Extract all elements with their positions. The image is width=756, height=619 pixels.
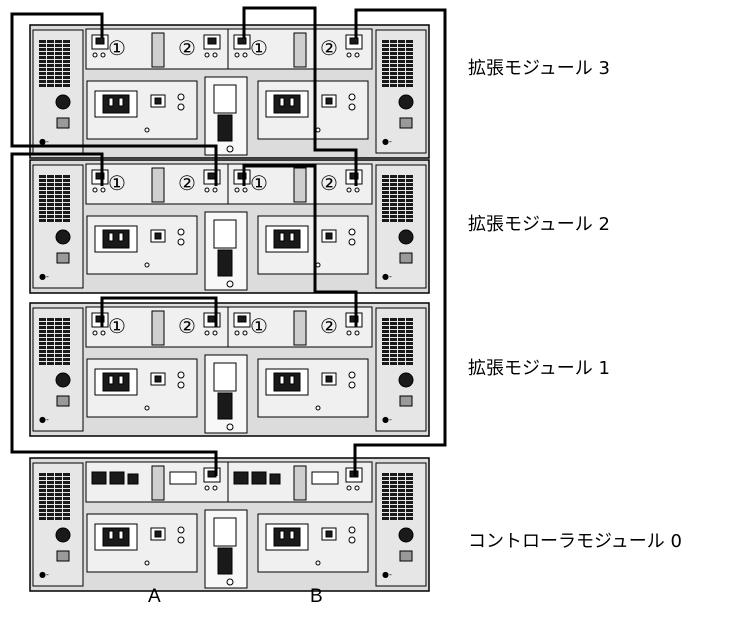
cable-a-3-to-2 — [10, 12, 218, 186]
fan-right: ●- — [375, 164, 427, 289]
power-supply-b — [257, 215, 369, 275]
cable-a-2-to-1 — [10, 152, 104, 286]
svg-text:●-: ●- — [39, 415, 49, 424]
port2-number-a: ② — [178, 171, 196, 195]
fan-left: ●- — [32, 307, 84, 432]
port1-number-b: ① — [250, 171, 268, 195]
controller-b-label: B — [310, 586, 323, 607]
serial-port-a — [169, 471, 197, 485]
port2-number-b: ② — [320, 314, 338, 338]
svg-text:●-: ●- — [382, 570, 392, 579]
fan-left-locator-led — [55, 229, 71, 245]
power-supply-b — [257, 358, 369, 418]
svg-text:●-: ●- — [382, 272, 392, 281]
module-label-expansion-3: 拡張モジュール 3 — [468, 58, 610, 79]
port2-number-a: ② — [178, 314, 196, 338]
power-supply-a — [86, 358, 198, 418]
cable-a-ctl — [10, 286, 218, 476]
center-panel — [204, 509, 248, 589]
controller-a-label: A — [148, 586, 161, 607]
port2-number-a: ② — [178, 36, 196, 60]
power-supply-b — [257, 513, 369, 573]
fan-right: ●- — [375, 462, 427, 587]
sas-cables — [10, 6, 447, 476]
center-panel — [204, 76, 248, 156]
port1-number-b: ① — [250, 314, 268, 338]
cable-b-ctl — [353, 8, 447, 476]
port2-number-b: ② — [320, 36, 338, 60]
power-supply-a — [86, 513, 198, 573]
fan-right-locator-led — [398, 372, 414, 388]
io-canister-b — [227, 461, 373, 503]
serial-port-b — [311, 471, 339, 485]
fan-right-locator-led — [398, 94, 414, 110]
controller-module-0: ●- ●- — [29, 457, 430, 592]
module-label-controller-0: コントローラモジュール 0 — [468, 531, 682, 552]
io-canister-a — [85, 461, 231, 503]
svg-text:●-: ●- — [39, 137, 49, 146]
fan-left-locator-led — [55, 372, 71, 388]
fan-left-locator-led — [55, 94, 71, 110]
power-supply-a — [86, 80, 198, 140]
module-label-expansion-2: 拡張モジュール 2 — [468, 214, 610, 235]
port1-number-a: ① — [108, 171, 126, 195]
port2-number-b: ② — [320, 171, 338, 195]
fan-right: ●- — [375, 307, 427, 432]
power-supply-b — [257, 80, 369, 140]
svg-text:●-: ●- — [382, 137, 392, 146]
svg-text:●-: ●- — [39, 570, 49, 579]
cable-b-2-to-1 — [242, 164, 358, 327]
svg-text:●-: ●- — [39, 272, 49, 281]
fan-left: ●- — [32, 462, 84, 587]
port1-number-a: ① — [108, 314, 126, 338]
cable-b-3-to-2 — [242, 6, 358, 186]
fan-right-locator-led — [398, 229, 414, 245]
center-panel — [204, 354, 248, 434]
fan-left: ●- — [32, 29, 84, 154]
cable-a-1-to-1 — [100, 296, 218, 327]
fan-left-locator-led — [55, 527, 71, 543]
svg-text:●-: ●- — [382, 415, 392, 424]
port1-number-b: ① — [250, 36, 268, 60]
port1-number-a: ① — [108, 36, 126, 60]
power-supply-a — [86, 215, 198, 275]
module-label-expansion-1: 拡張モジュール 1 — [468, 358, 610, 379]
fan-right-locator-led — [398, 527, 414, 543]
fan-right: ●- — [375, 29, 427, 154]
center-panel — [204, 211, 248, 291]
fan-left: ●- — [32, 164, 84, 289]
